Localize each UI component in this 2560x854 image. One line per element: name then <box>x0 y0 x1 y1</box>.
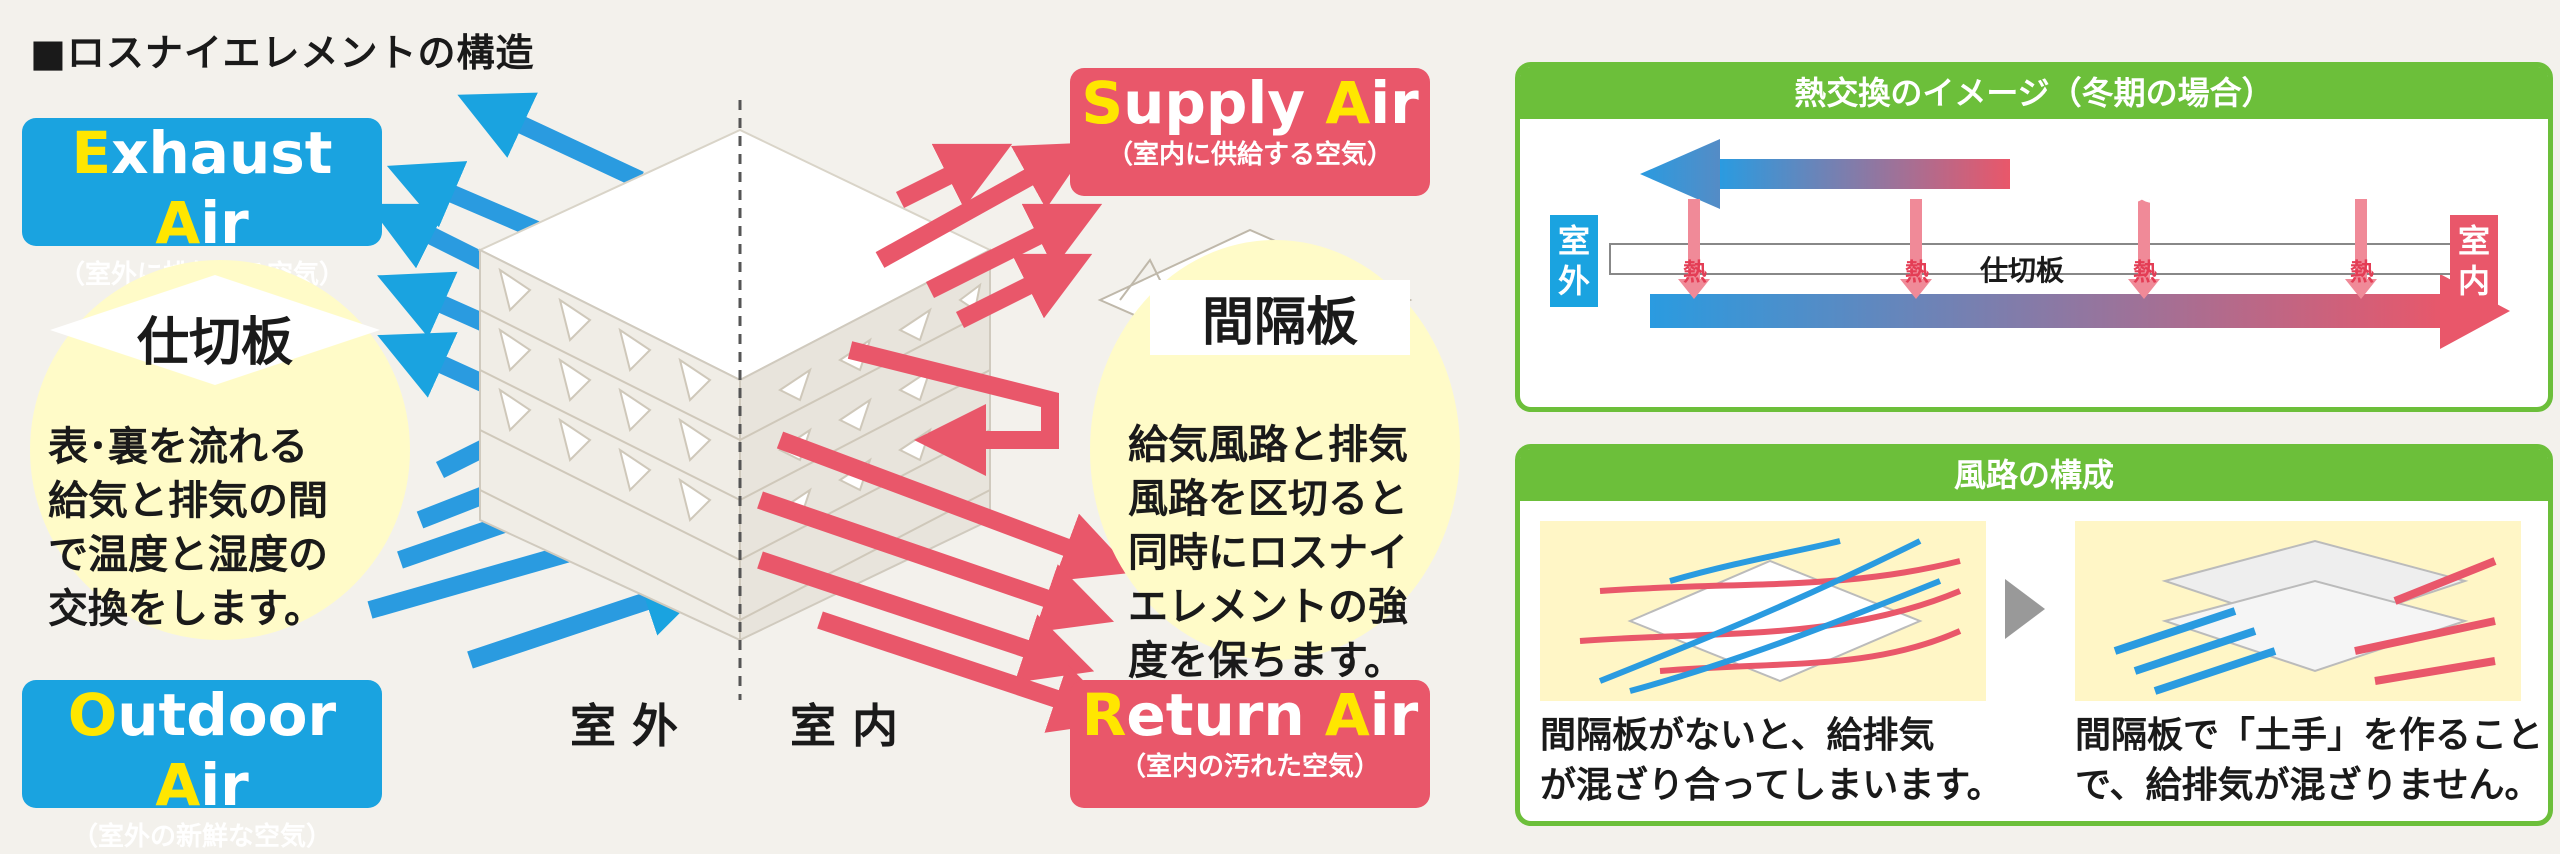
transition-arrow-icon <box>2005 579 2045 639</box>
spacer-desc-line: エレメントの強 <box>1128 584 1408 630</box>
heat-mark: 熱 <box>2350 258 2374 286</box>
caption-with-spacer: 間隔板で「土手」を作ること で、給排気が混ざりません。 <box>2075 711 2545 811</box>
heat-exchange-title: 熱交換のイメージ（冬期の場合） <box>1520 67 2548 119</box>
heat-mark: 熱 <box>1683 258 1707 286</box>
spacer-label: 間隔板 <box>1150 280 1410 355</box>
outdoor-air-callout: Outdoor Air （室外の新鮮な空気） <box>22 680 382 852</box>
indoor-side-badge: 室内 <box>2450 215 2498 307</box>
red-airflow-arrows <box>757 142 1134 733</box>
caption-line: 間隔板がないと、給排気 <box>1540 715 1935 756</box>
caption-without-spacer: 間隔板がないと、給排気 が混ざり合ってしまいます。 <box>1540 711 2020 811</box>
page-title: ■ロスナイエレメントの構造 <box>30 31 535 75</box>
partition-desc-line: で温度と湿度の <box>48 532 328 578</box>
plate-label: 仕切板 <box>1980 254 2065 287</box>
partition-desc-line: 交換をします。 <box>48 586 324 632</box>
element-illustration <box>367 92 1413 733</box>
cold-air-label: 冷たい空気 <box>1720 335 1881 373</box>
spacer-desc-line: 風路を区切ると <box>1128 476 1408 522</box>
plate-bar <box>1609 243 2476 275</box>
return-air-callout: Return Air （室内の汚れた空気） <box>1070 680 1430 808</box>
spacer-desc-line: 度を保ちます。 <box>1128 638 1404 684</box>
heat-exchange-diagram <box>1609 139 2510 349</box>
return-initial: R <box>1081 681 1127 749</box>
spacer-desc-line: 同時にロスナイ <box>1128 530 1408 576</box>
warm-air-label: 暖かい空気 <box>2120 169 2281 207</box>
caption-line: で、給排気が混ざりません。 <box>2075 765 2541 806</box>
duct-structure-title: 風路の構成 <box>1520 449 2548 501</box>
outdoor-side-badge: 室外 <box>1550 215 1598 307</box>
supply-word: upply <box>1123 69 1326 137</box>
return-air-initial: A <box>1324 681 1370 749</box>
outdoor-initial: O <box>67 681 118 749</box>
exhaust-initial: E <box>71 119 112 187</box>
outdoor-air-word: ir <box>200 751 249 819</box>
exhaust-air-initial: A <box>155 189 201 257</box>
exhaust-air-callout: Exhaust Air （室外に排気する空気） <box>22 118 382 290</box>
duct-structure-panel: 風路の構成 間隔板がないと、給排気 が混ざり合ってしまいます。 間隔板で「土手」… <box>1515 444 2553 826</box>
heat-mark: 熱 <box>1905 258 1929 286</box>
heat-arrows <box>1678 199 2377 299</box>
partition-desc-line: 表･裏を流れる <box>48 424 308 470</box>
cold-air-band <box>1650 294 2450 328</box>
exhaust-air-word: ir <box>200 189 249 257</box>
partition-description: 表･裏を流れる 給気と排気の間 で温度と湿度の 交換をします。 <box>48 420 388 636</box>
supply-air-callout: Supply Air （室内に供給する空気） <box>1070 68 1430 196</box>
partition-desc-line: 給気と排気の間 <box>48 478 328 524</box>
separated-illustration <box>2075 521 2521 701</box>
spacer-description: 給気風路と排気 風路を区切ると 同時にロスナイ エレメントの強 度を保ちます。 <box>1128 418 1448 688</box>
heat-mark: 熱 <box>2133 258 2157 286</box>
partition-label: 仕切板 <box>136 313 293 373</box>
supply-air-initial: A <box>1325 69 1371 137</box>
return-word: eturn <box>1126 681 1325 749</box>
element-stack <box>477 100 993 700</box>
outdoor-word: utdoor <box>117 681 337 749</box>
exhaust-word: xhaust <box>111 119 333 187</box>
outdoor-side-label: 室 外 <box>570 699 679 753</box>
mixing-illustration <box>1540 521 1986 701</box>
caption-line: が混ざり合ってしまいます。 <box>1540 765 2003 806</box>
supply-air-word: ir <box>1370 69 1419 137</box>
indoor-side-label: 室 内 <box>790 699 899 753</box>
outdoor-air-subtitle: （室外の新鮮な空気） <box>71 822 332 852</box>
outdoor-air-initial: A <box>155 751 201 819</box>
return-air-subtitle: （室内の汚れた空気） <box>1119 752 1380 782</box>
spacer-desc-line: 給気風路と排気 <box>1128 422 1408 468</box>
return-air-word: ir <box>1369 681 1419 749</box>
caption-line: 間隔板で「土手」を作ること <box>2075 715 2544 756</box>
supply-initial: S <box>1081 69 1124 137</box>
heat-exchange-panel: 熱交換のイメージ（冬期の場合） 室外 室内 暖かい空気 冷たい空気 仕切板 熱 … <box>1515 62 2553 412</box>
supply-air-subtitle: （室内に供給する空気） <box>1106 140 1393 170</box>
